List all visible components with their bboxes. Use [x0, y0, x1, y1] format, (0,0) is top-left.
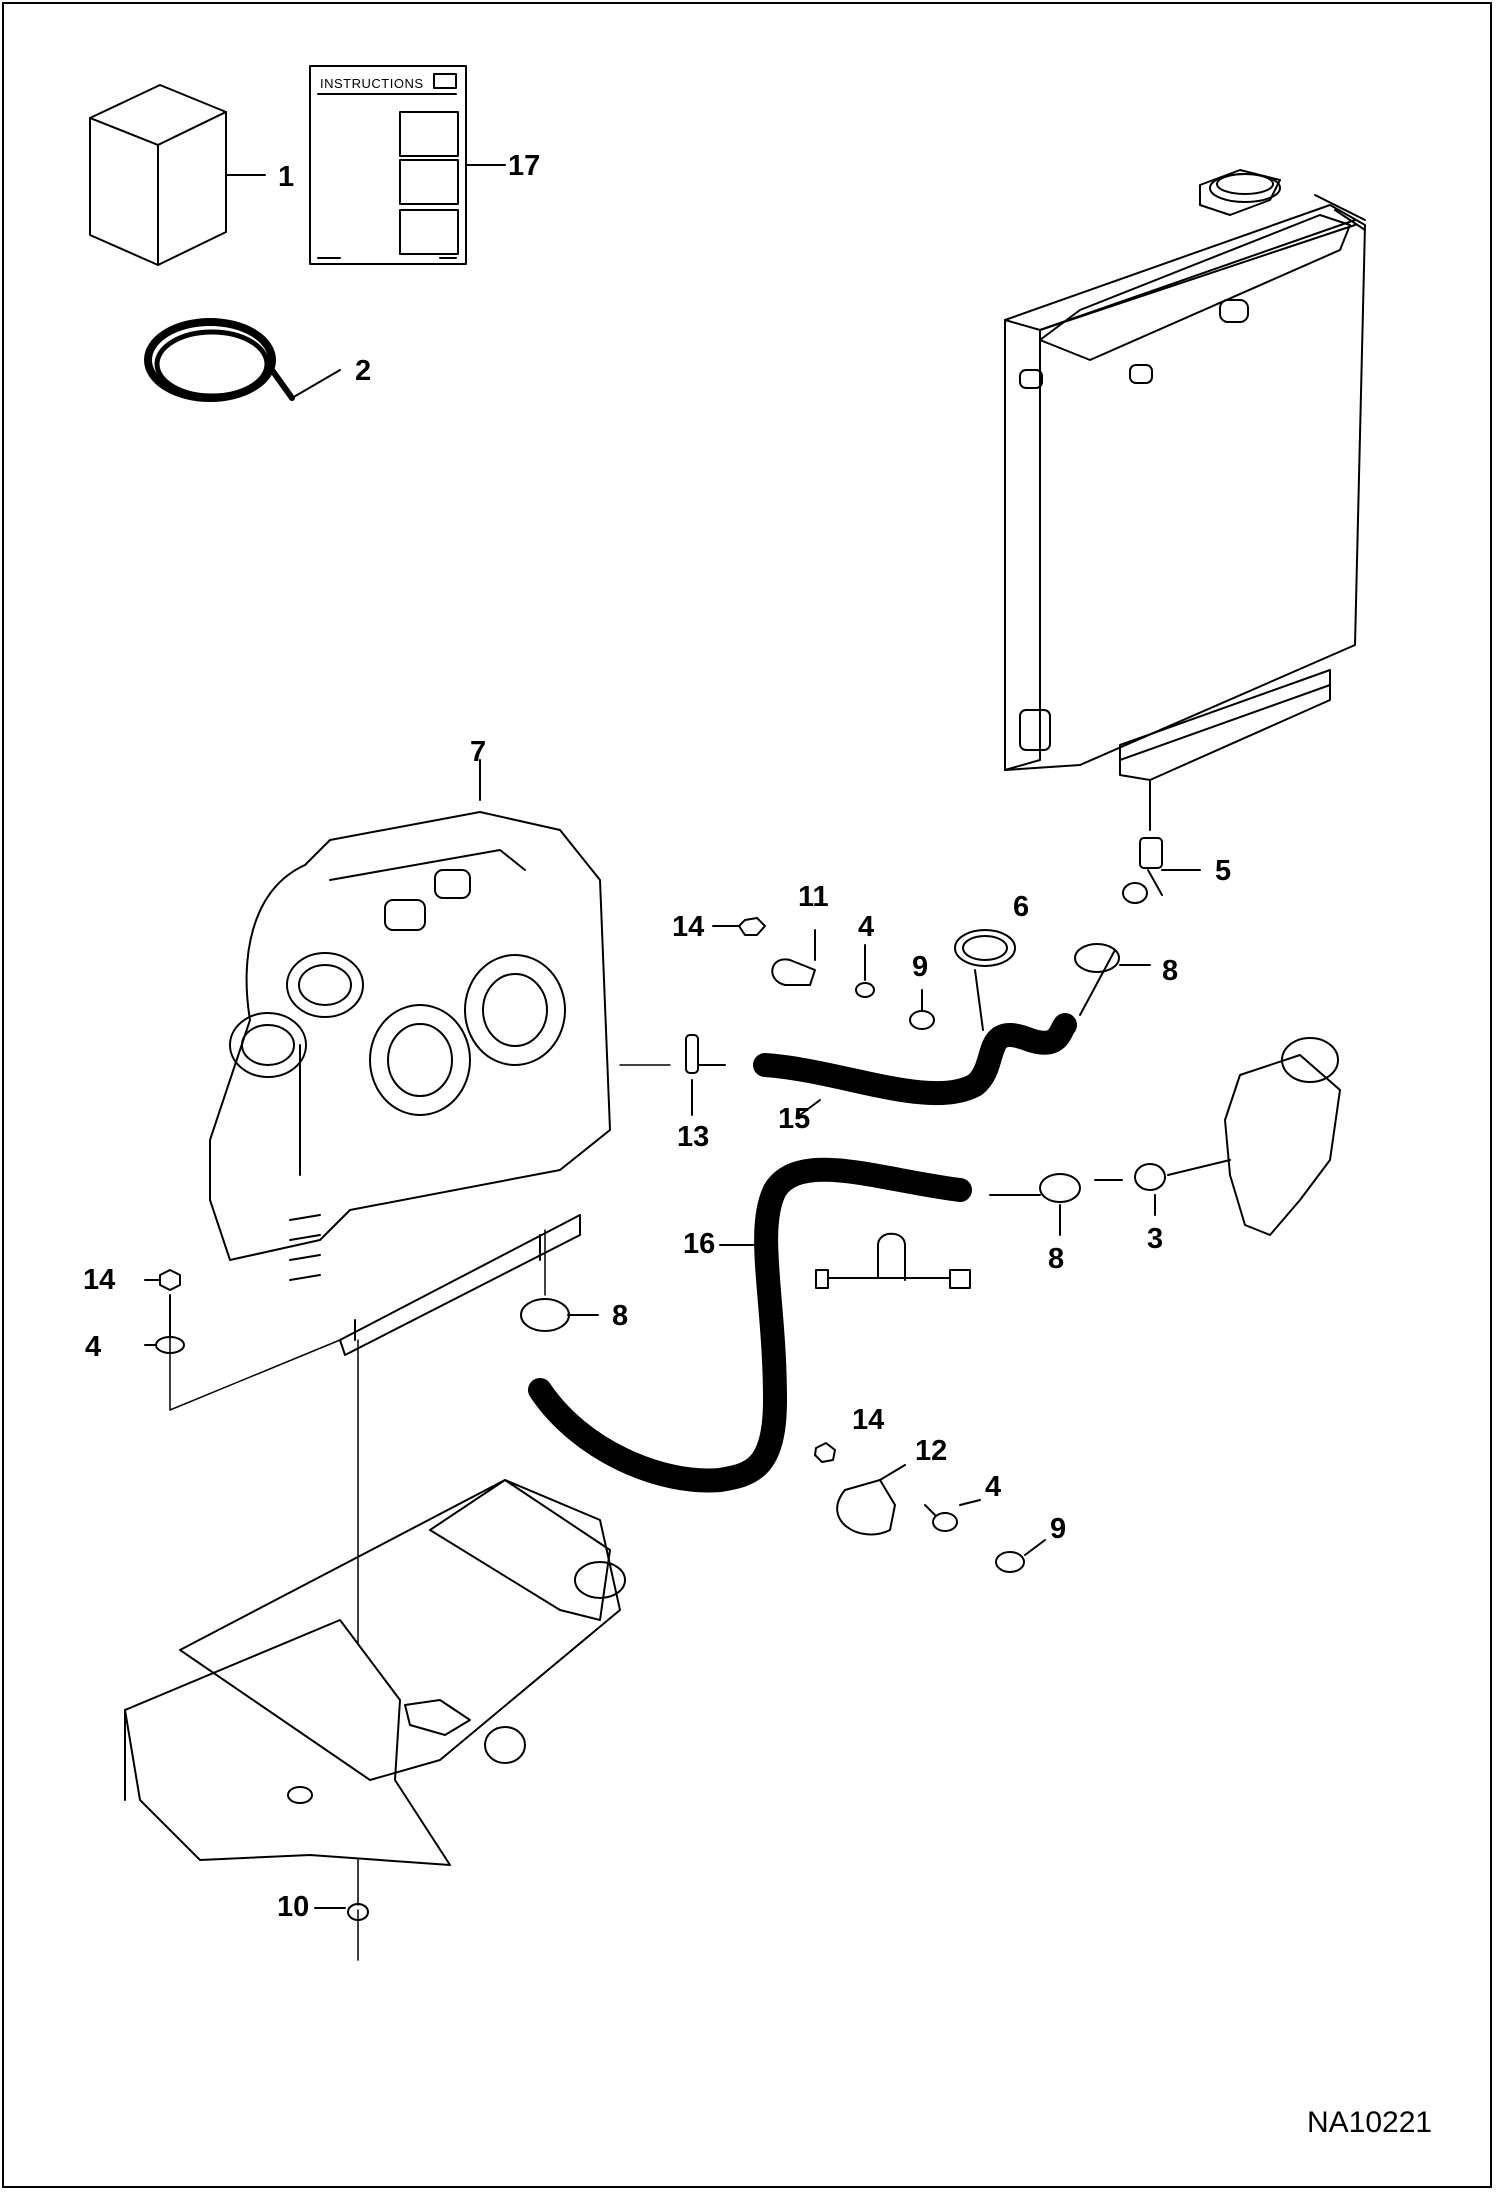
callout-6: 6: [1013, 891, 1030, 923]
callout-7: 7: [470, 736, 487, 768]
part-heater-unit: [209, 759, 611, 1356]
part-fasteners: [144, 917, 1046, 1921]
part-radiator: [1004, 169, 1366, 831]
part-coiled-hose: [144, 318, 341, 402]
part-hose-clamp: [520, 943, 1151, 1332]
callout-14-bottom: 14: [852, 1404, 885, 1436]
callout-11: 11: [798, 881, 829, 913]
callout-16: 16: [683, 1228, 716, 1260]
callout-8-radiator: 8: [1162, 955, 1179, 987]
callout-13: 13: [677, 1121, 710, 1153]
callout-17: 17: [508, 150, 541, 182]
part-hose-15: [753, 1013, 1077, 1106]
part-fitting-13: [685, 1034, 726, 1116]
part-elbow-fitting: [1122, 837, 1201, 904]
part-clamp-bolt: [815, 1232, 971, 1289]
callout-14-left: 14: [83, 1264, 116, 1296]
callout-4-bottom: 4: [985, 1471, 1002, 1503]
callout-12: 12: [915, 1435, 948, 1467]
callout-9-top: 9: [912, 951, 929, 983]
callout-4-top: 4: [858, 911, 875, 943]
callout-5: 5: [1215, 855, 1232, 887]
callout-10: 10: [277, 1891, 310, 1923]
callout-8-valve: 8: [1048, 1243, 1065, 1275]
callout-9-bottom: 9: [1050, 1513, 1067, 1545]
callout-8-heater: 8: [612, 1300, 629, 1332]
callout-3: 3: [1147, 1223, 1164, 1255]
instructions-title: INSTRUCTIONS: [320, 76, 424, 91]
callout-2: 2: [355, 355, 372, 387]
callout-4-left: 4: [85, 1331, 102, 1363]
part-instructions-sheet: [309, 65, 506, 265]
part-mounting-bracket: [124, 1479, 626, 1866]
part-box-kit: [89, 84, 266, 266]
callout-15: 15: [778, 1103, 811, 1135]
callout-1: 1: [278, 161, 295, 193]
callout-14-top: 14: [672, 911, 705, 943]
part-valve-fitting: [1094, 1037, 1341, 1236]
document-id: NA10221: [1307, 2106, 1433, 2139]
part-hose-16: [528, 1157, 972, 1493]
